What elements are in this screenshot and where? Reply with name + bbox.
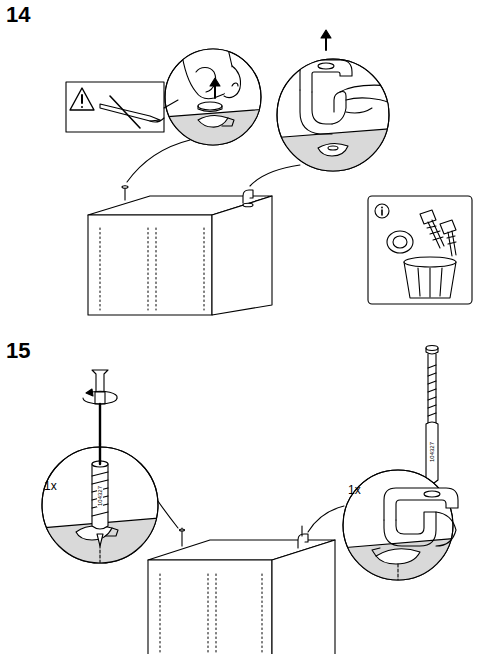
quantity-label: 1x bbox=[348, 484, 361, 496]
cabinet bbox=[88, 196, 272, 315]
warning-box bbox=[66, 82, 178, 132]
cabinet bbox=[148, 540, 335, 654]
bracket bbox=[243, 190, 253, 207]
part-number: 104327 bbox=[429, 441, 435, 463]
pin bbox=[122, 186, 128, 200]
detail-circle bbox=[340, 470, 460, 590]
quantity-label: 1x bbox=[44, 480, 57, 492]
screw bbox=[426, 346, 438, 484]
info-box bbox=[368, 196, 472, 304]
detail-circle bbox=[40, 444, 160, 570]
detail-circle bbox=[270, 30, 400, 180]
step-number: 15 bbox=[6, 340, 30, 362]
step-number: 14 bbox=[6, 4, 30, 26]
leader-line bbox=[127, 140, 190, 182]
pin bbox=[180, 528, 185, 546]
part-number: 104327 bbox=[97, 485, 103, 507]
leader-line bbox=[250, 165, 300, 186]
bracket bbox=[298, 526, 308, 548]
screwdriver bbox=[83, 370, 117, 444]
leader-line bbox=[308, 506, 344, 532]
detail-circle bbox=[150, 40, 280, 160]
